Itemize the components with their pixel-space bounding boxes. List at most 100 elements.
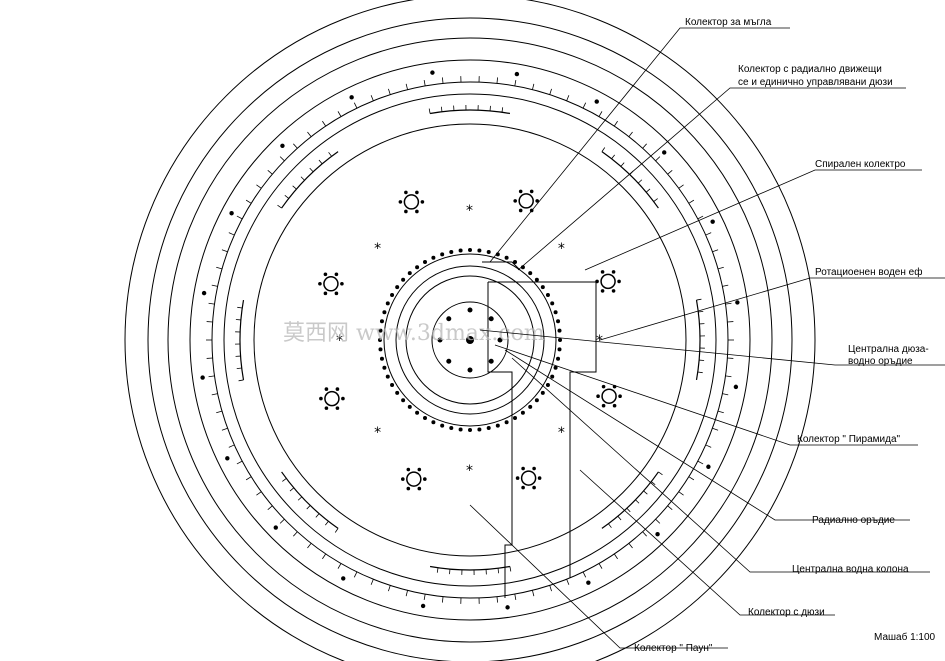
ring-nozzle (486, 426, 491, 431)
ring-nozzle (407, 271, 412, 276)
outer-rings (124, 0, 816, 661)
spiral-tick (722, 284, 729, 287)
ring-nozzle (378, 338, 382, 342)
ring-nozzle (458, 248, 463, 253)
rosette-nozzle (319, 396, 323, 401)
mist-nozzle-icon: * (466, 203, 473, 219)
ring-nozzle (534, 398, 539, 403)
arc-collector (281, 151, 339, 209)
label-central-nozzle-line1: Централна дюза- (848, 344, 929, 355)
spiral-tick (405, 83, 408, 90)
spiral-tick (712, 249, 719, 253)
rosette-nozzle (323, 291, 328, 296)
arc-collector-tick (617, 515, 622, 521)
mist-nozzle-icon: * (374, 241, 381, 257)
central-nozzle (446, 316, 452, 322)
ring-nozzle (504, 420, 509, 425)
spiral-tick (267, 169, 273, 175)
spiral-tick (442, 77, 444, 84)
arc-collector-tick (697, 371, 703, 374)
arc-collector (601, 471, 659, 529)
ring-nozzle (553, 310, 558, 315)
rosette-nozzle (596, 394, 600, 398)
spiral-tick (717, 410, 724, 414)
peacock-rosette (518, 193, 534, 209)
arc-collector-tick (611, 154, 615, 160)
outer-nozzle (430, 70, 435, 75)
arc-collector-tick (306, 505, 311, 510)
arc-collector-tick (497, 568, 500, 574)
peacock-rosette (601, 388, 617, 404)
arc-collector-tick (626, 507, 631, 513)
peacock-rosette (324, 390, 340, 407)
rosette-nozzle (417, 486, 422, 491)
spiral-tick (549, 88, 552, 95)
spiral-tick (322, 553, 327, 560)
ring-nozzle (458, 427, 463, 432)
spiral-tick (267, 505, 273, 511)
ring-nozzle (382, 310, 387, 315)
ring-nozzle (553, 365, 558, 370)
arc-collector-tick (440, 106, 443, 112)
rosette-nozzle (532, 485, 536, 490)
ring-nozzle (468, 428, 472, 432)
label-nozzle-collector: Колектор с дюзи (748, 607, 825, 618)
rosette-nozzle (518, 189, 523, 194)
ring-nozzle (557, 347, 562, 352)
central-cluster-ring (431, 301, 509, 379)
spiral-tick (228, 232, 235, 236)
rosette-nozzle (521, 466, 525, 471)
ring-nozzle (382, 365, 387, 370)
spiral-tick (642, 531, 647, 537)
arc-collector (601, 151, 659, 209)
spiral-tick (216, 410, 223, 414)
ring-nozzle (385, 301, 390, 306)
rosette-nozzle (537, 476, 542, 480)
ring-nozzle (379, 356, 384, 361)
ring-nozzle (550, 374, 555, 379)
ring-nozzle (423, 415, 427, 420)
ring-nozzle (495, 423, 500, 428)
arc-collector (281, 471, 339, 529)
outer-nozzle (594, 99, 599, 104)
central-nozzle (488, 316, 494, 322)
spiral-tick (582, 571, 587, 578)
central-nozzle (446, 358, 452, 364)
arc-collector-tick (237, 306, 243, 309)
arc-collector-tick (289, 487, 295, 492)
ring-nozzle (540, 390, 545, 395)
spiral-tick (256, 184, 262, 189)
leader-lines (469, 27, 945, 649)
spiral-tick (712, 427, 719, 431)
label-peacock-collector: Колектор " Паун" (634, 643, 713, 654)
label-spiral-collector: Спирален колектро (815, 159, 906, 170)
spiral-start (482, 261, 521, 271)
arc-collector-tick (620, 162, 625, 167)
spiral-tick (279, 518, 285, 524)
rosette-nozzle (600, 289, 605, 293)
outer-nozzle (505, 605, 510, 610)
ring-nozzle (477, 248, 482, 253)
label-radial-nozzles-line2: се и единично управлявани дюзи (738, 77, 893, 88)
ring-nozzle (440, 252, 445, 257)
arc-collector-tick (297, 496, 303, 501)
ring-nozzle (486, 249, 491, 254)
spiral-tick (667, 505, 673, 511)
arc-collector-tick (509, 566, 512, 572)
rosette-nozzle (404, 209, 408, 214)
ring-nozzle (390, 383, 395, 387)
spiral-tick (582, 102, 587, 109)
rosette-nozzle (513, 199, 517, 203)
spiral-tick (688, 476, 695, 481)
mist-nozzle-icon: * (596, 333, 603, 349)
central-nozzle (467, 367, 473, 373)
arc-collector (429, 109, 511, 115)
spiral-tick (211, 284, 218, 287)
outer-nozzle (280, 143, 285, 148)
ring-nozzle (556, 356, 561, 361)
spiral-tick (236, 460, 243, 465)
spiral-tick (221, 249, 228, 253)
arc-collector-tick (635, 499, 640, 504)
arc-collector-tick (601, 147, 606, 152)
